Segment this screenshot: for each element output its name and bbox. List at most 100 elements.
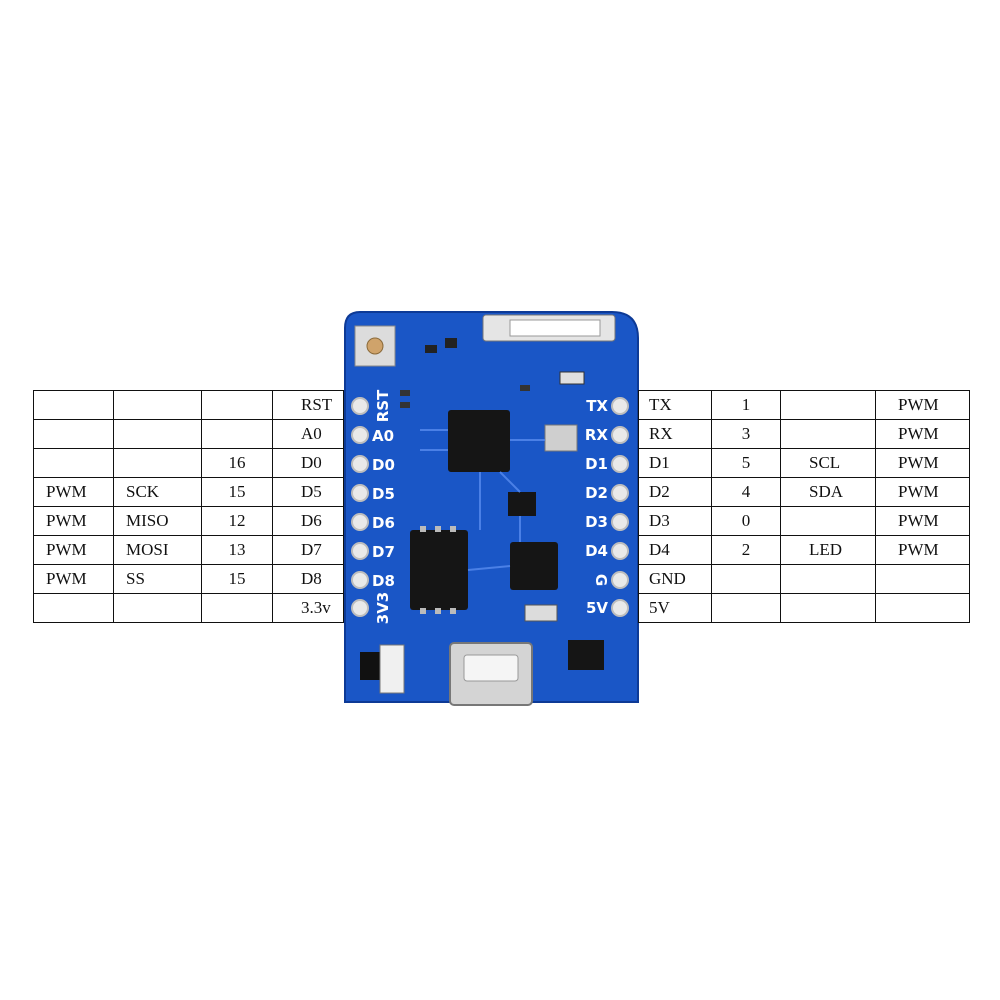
gpio-number-cell: 0 <box>711 506 781 536</box>
alt-function-cell: PWM <box>33 564 114 594</box>
silk-right: D1 <box>585 455 608 473</box>
pad-right <box>611 397 629 415</box>
pad-right <box>611 571 629 589</box>
alt-function-cell: PWM <box>33 477 114 507</box>
pwm-cell: PWM <box>875 506 970 536</box>
gpio-number-cell <box>201 593 273 623</box>
pwm-cell: PWM <box>875 390 970 420</box>
spi-function-cell <box>113 390 202 420</box>
table-row: RST <box>33 390 344 420</box>
alt-function-cell <box>780 564 876 594</box>
alt-function-cell <box>33 390 114 420</box>
silk-right: D3 <box>585 513 608 531</box>
alt-function-cell <box>780 506 876 536</box>
pad-right <box>611 484 629 502</box>
gpio-number-cell: 5 <box>711 448 781 478</box>
alt-function-cell <box>33 448 114 478</box>
alt-function-cell: SCL <box>780 448 876 478</box>
pin-name-cell: 5V <box>638 593 712 623</box>
left-silkscreen: RST A0 D0 D5 D6 D7 D8 3V3 <box>372 389 395 624</box>
right-silkscreen: TX RX D1 D2 D3 D4 G 5V <box>585 397 610 617</box>
silk-left: 3V3 <box>374 592 392 624</box>
pin-name-cell: D4 <box>638 535 712 565</box>
flash-chip <box>410 530 468 610</box>
spi-function-cell: SCK <box>113 477 202 507</box>
silk-right: TX <box>586 397 608 415</box>
pin-name-cell: A0 <box>272 419 344 449</box>
alt-function-cell <box>780 390 876 420</box>
silk-right: D4 <box>585 542 608 560</box>
pwm-cell: PWM <box>875 477 970 507</box>
spi-function-cell <box>113 593 202 623</box>
gpio-number-cell <box>711 593 781 623</box>
gpio-number-cell <box>201 419 273 449</box>
table-row: GND <box>638 564 970 594</box>
pin-name-cell: 3.3v <box>272 593 344 623</box>
gpio-number-cell <box>201 390 273 420</box>
gpio-number-cell: 15 <box>201 477 273 507</box>
gpio-number-cell: 4 <box>711 477 781 507</box>
pin-name-cell: D2 <box>638 477 712 507</box>
silk-left: D6 <box>372 514 395 532</box>
main-chip <box>448 410 510 472</box>
pin-name-cell: RST <box>272 390 344 420</box>
pin-name-cell: D5 <box>272 477 344 507</box>
silk-left: D5 <box>372 485 395 503</box>
pin-name-cell: D6 <box>272 506 344 536</box>
pin-name-cell: D3 <box>638 506 712 536</box>
silk-left: A0 <box>372 427 394 445</box>
pad-left <box>351 542 369 560</box>
gpio-number-cell: 16 <box>201 448 273 478</box>
pad-right <box>611 513 629 531</box>
pad-left <box>351 571 369 589</box>
gpio-number-cell: 13 <box>201 535 273 565</box>
pwm-cell: PWM <box>875 535 970 565</box>
spi-function-cell: MOSI <box>113 535 202 565</box>
gpio-number-cell: 1 <box>711 390 781 420</box>
alt-function-cell <box>33 593 114 623</box>
alt-function-cell: PWM <box>33 535 114 565</box>
alt-function-cell <box>780 419 876 449</box>
right-header-pads <box>611 397 629 617</box>
gpio-number-cell <box>711 564 781 594</box>
gpio-number-cell: 15 <box>201 564 273 594</box>
crystal <box>544 424 578 452</box>
pwm-cell: PWM <box>875 419 970 449</box>
pad-left <box>351 426 369 444</box>
table-row: 5V <box>638 593 970 623</box>
spi-function-cell: MISO <box>113 506 202 536</box>
table-row: 3.3v <box>33 593 344 623</box>
alt-function-cell: SDA <box>780 477 876 507</box>
pin-name-cell: TX <box>638 390 712 420</box>
pin-name-cell: GND <box>638 564 712 594</box>
gpio-number-cell: 3 <box>711 419 781 449</box>
pad-left <box>351 599 369 617</box>
pad-right <box>611 455 629 473</box>
silk-right: 5V <box>586 599 608 617</box>
pad-left <box>351 513 369 531</box>
alt-function-cell: PWM <box>33 506 114 536</box>
pad-left <box>351 484 369 502</box>
pin-name-cell: D8 <box>272 564 344 594</box>
silk-left: D7 <box>372 543 395 561</box>
pin-name-cell: D1 <box>638 448 712 478</box>
pwm-cell: PWM <box>875 448 970 478</box>
pwm-cell <box>875 564 970 594</box>
spi-function-cell <box>113 448 202 478</box>
gpio-number-cell: 12 <box>201 506 273 536</box>
silk-right: RX <box>585 426 609 444</box>
